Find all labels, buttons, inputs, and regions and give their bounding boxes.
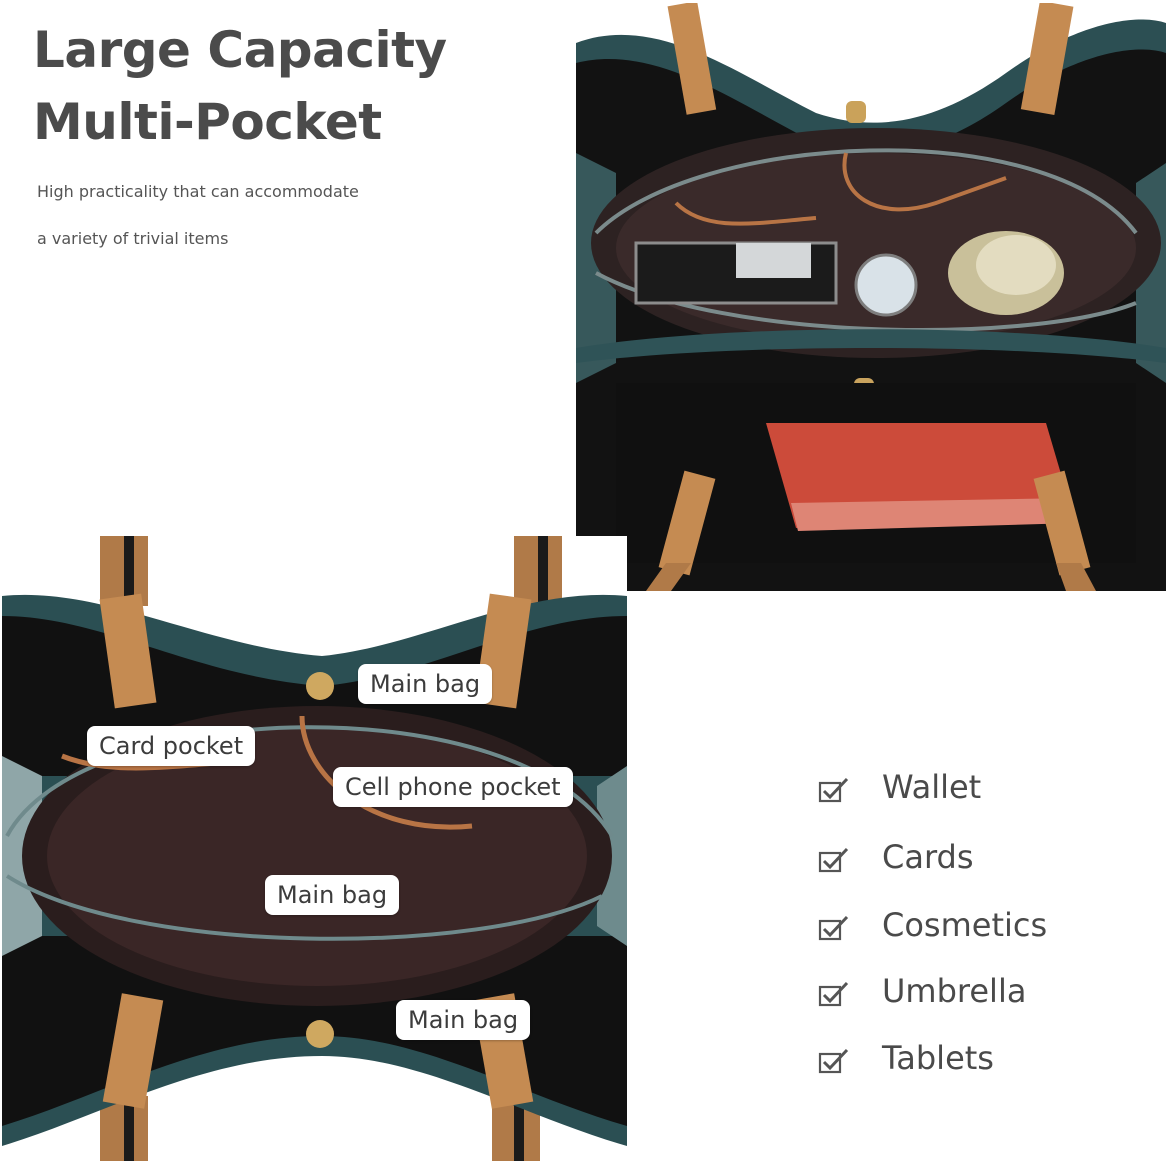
subtitle: High practicality that can accommodate a… (37, 168, 359, 262)
bag-top-view-illustration (576, 3, 1166, 591)
headline: Large Capacity Multi-Pocket (33, 14, 447, 158)
checkbox-check-icon (818, 847, 849, 873)
checkbox-check-icon (818, 777, 849, 803)
checklist-item-tablets: Tablets (815, 1033, 1115, 1083)
tag-cell-phone-pocket: Cell phone pocket (333, 767, 573, 807)
checklist-item-umbrella: Umbrella (815, 966, 1115, 1016)
checklist-label: Wallet (882, 768, 982, 806)
bag-pocket-layout-photo (2, 536, 627, 1161)
subtitle-line-1: High practicality that can accommodate (37, 182, 359, 201)
checklist-label: Tablets (882, 1039, 994, 1077)
tag-main-bag-bottom: Main bag (396, 1000, 531, 1040)
checklist-item-wallet: Wallet (815, 762, 1115, 812)
tag-card-pocket: Card pocket (87, 726, 256, 766)
checkbox-check-icon (818, 915, 849, 941)
checklist-label: Umbrella (882, 972, 1027, 1010)
headline-line-2: Multi-Pocket (33, 93, 382, 151)
bag-pocket-layout-illustration (2, 536, 627, 1161)
checkbox-check-icon (818, 1048, 849, 1074)
checklist-label: Cosmetics (882, 906, 1048, 944)
checklist-item-cosmetics: Cosmetics (815, 900, 1115, 950)
headline-line-1: Large Capacity (33, 21, 447, 79)
checkbox-check-icon (818, 981, 849, 1007)
checklist-label: Cards (882, 838, 974, 876)
tag-main-bag-top: Main bag (358, 664, 493, 704)
subtitle-line-2: a variety of trivial items (37, 229, 229, 248)
tag-main-bag-middle: Main bag (265, 875, 400, 915)
checklist-item-cards: Cards (815, 832, 1115, 882)
bag-top-view-photo (576, 3, 1166, 591)
